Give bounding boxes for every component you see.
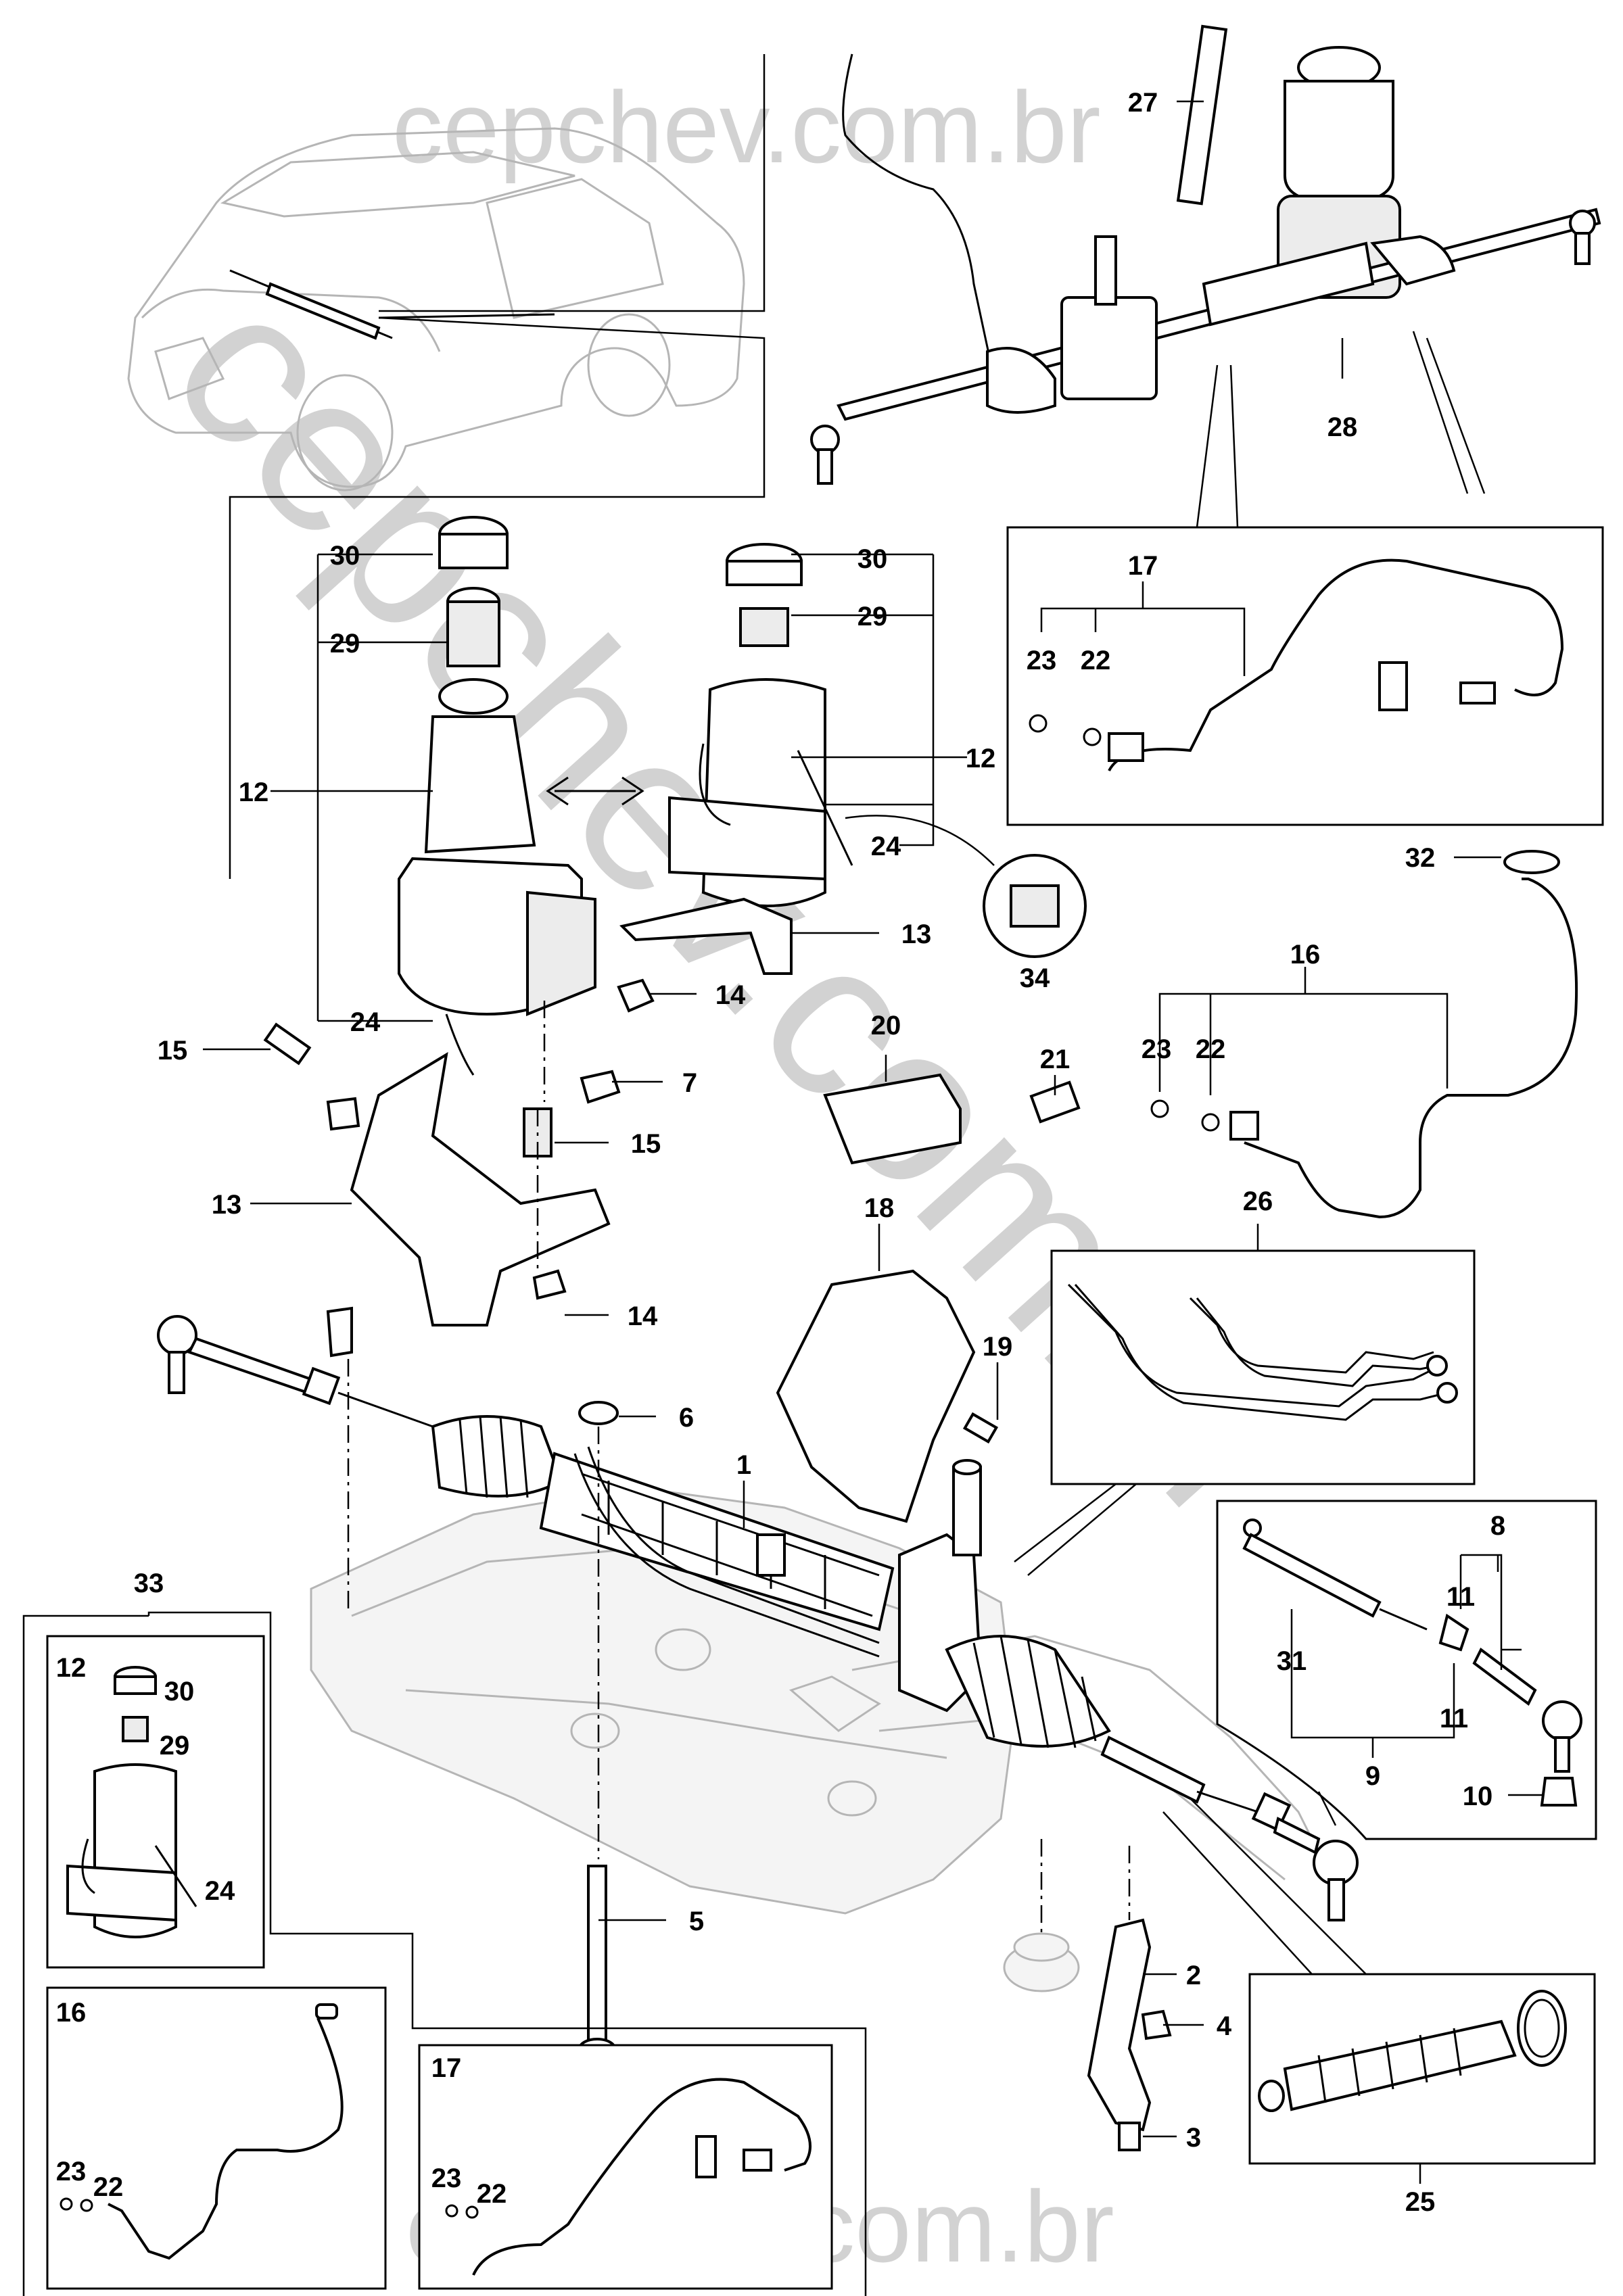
callout-19: 19 xyxy=(983,1332,1013,1362)
inset-26-frame xyxy=(1050,1249,1476,1485)
hose-16-illustration xyxy=(1150,850,1578,1219)
leader-26-zoom xyxy=(1014,1483,1137,1576)
callout-14-bottom: 14 xyxy=(628,1301,658,1331)
callout-31: 31 xyxy=(1277,1646,1307,1676)
heat-shield-18 xyxy=(776,1269,976,1523)
inset-16-label-22: 22 xyxy=(93,2172,124,2202)
bracket-17 xyxy=(1040,581,1246,676)
callout-22-top: 22 xyxy=(1081,646,1111,675)
inset-33-label-29: 29 xyxy=(160,1731,190,1761)
callout-5: 5 xyxy=(689,1907,704,1936)
callout-18: 18 xyxy=(864,1193,895,1223)
watermark-top: cepchev.com.br xyxy=(392,70,1101,184)
bracket-9 xyxy=(1290,1609,1455,1758)
callout-10: 10 xyxy=(1463,1781,1493,1811)
callout-2: 2 xyxy=(1186,1961,1201,1990)
callout-14-top: 14 xyxy=(715,980,746,1010)
leader-25-zoom xyxy=(1162,1798,1367,1975)
callout-28: 28 xyxy=(1327,412,1358,442)
callout-29-right: 29 xyxy=(857,602,888,631)
inset-33-label-30: 30 xyxy=(164,1677,195,1706)
callout-13-right: 13 xyxy=(901,919,932,949)
callout-21: 21 xyxy=(1040,1045,1071,1074)
swap-arrow xyxy=(546,776,644,806)
callout-15-mid: 15 xyxy=(631,1129,661,1159)
centerline-5 xyxy=(1040,1839,1131,1934)
callout-11-bottom: 11 xyxy=(1440,1704,1468,1733)
frame-line-top xyxy=(379,54,766,312)
callout-27: 27 xyxy=(1128,88,1158,118)
inset-33-label-24: 24 xyxy=(205,1876,235,1906)
callout-34: 34 xyxy=(1020,963,1050,993)
mount-hardware xyxy=(578,1865,1172,2151)
callout-12-right: 12 xyxy=(966,744,996,773)
callout-17: 17 xyxy=(1128,551,1158,581)
callout-11-top: 11 xyxy=(1446,1582,1475,1612)
callout-13-mid: 13 xyxy=(212,1190,242,1220)
reservoir-33-illustration xyxy=(66,1666,197,1938)
callout-20: 20 xyxy=(871,1011,901,1041)
leader-tierod-zoom xyxy=(1317,1791,1337,1826)
hose-17-inset-illustration xyxy=(445,2078,812,2276)
callout-6: 6 xyxy=(679,1403,694,1433)
callout-4: 4 xyxy=(1217,2011,1232,2041)
hose-16-inset-illustration xyxy=(60,2003,344,2260)
inset-33-label-12: 12 xyxy=(56,1653,87,1683)
leader-17-inset xyxy=(1196,331,1486,528)
callout-26: 26 xyxy=(1243,1187,1273,1216)
callout-8: 8 xyxy=(1490,1511,1505,1541)
inset-17-label-22: 22 xyxy=(477,2179,507,2209)
callout-29-left: 29 xyxy=(330,629,360,659)
bracket-8-11 xyxy=(1459,1554,1522,1670)
bracket-16 xyxy=(1158,967,1449,1095)
assembled-rack-overview xyxy=(810,24,1601,485)
callout-30-right: 30 xyxy=(857,544,888,574)
hose-17-illustration xyxy=(1029,558,1564,771)
bracket-12-left xyxy=(270,553,446,1022)
bracket-13-mid xyxy=(350,1052,611,1326)
callout-25: 25 xyxy=(1405,2187,1436,2217)
callout-32: 32 xyxy=(1405,843,1436,873)
callout-23-mid: 23 xyxy=(1142,1034,1172,1064)
boot-25-illustration xyxy=(1258,1990,1567,2112)
frame-line-mid xyxy=(229,316,766,879)
tierod-illustration xyxy=(1242,1518,1582,1807)
callout-33: 33 xyxy=(134,1569,164,1598)
callout-22-mid: 22 xyxy=(1196,1034,1226,1064)
bracket-33 xyxy=(22,1611,867,2296)
inset-17-label-23: 23 xyxy=(431,2163,462,2193)
small-parts-middle xyxy=(263,978,1081,1425)
callout-7: 7 xyxy=(682,1068,697,1098)
callout-1: 1 xyxy=(736,1450,751,1480)
callout-9: 9 xyxy=(1365,1761,1380,1791)
callout-12-left: 12 xyxy=(239,778,269,807)
leader-34-zoom xyxy=(845,815,995,866)
vehicle-illustration xyxy=(127,127,745,492)
callout-24-right: 24 xyxy=(871,832,901,861)
inset-16-label-23: 23 xyxy=(56,2157,87,2186)
reservoir-12-right xyxy=(619,543,853,975)
steering-rack-1 xyxy=(157,1315,1359,1921)
callout-16: 16 xyxy=(1290,940,1321,970)
inset-16-label-16: 16 xyxy=(56,1998,87,2028)
callout-15-left: 15 xyxy=(158,1036,188,1066)
callout-3: 3 xyxy=(1186,2123,1201,2153)
pipes-26-illustration xyxy=(1067,1283,1458,1421)
bushing-34 xyxy=(1010,884,1060,928)
callout-23-top: 23 xyxy=(1027,646,1057,675)
bracket-12-right xyxy=(791,553,967,846)
bolt-19 xyxy=(962,1412,999,1444)
callout-24-left: 24 xyxy=(350,1007,381,1037)
inset-17-label-17: 17 xyxy=(431,2053,462,2083)
reservoir-12-left xyxy=(398,516,596,1076)
callout-30-left: 30 xyxy=(330,541,360,571)
